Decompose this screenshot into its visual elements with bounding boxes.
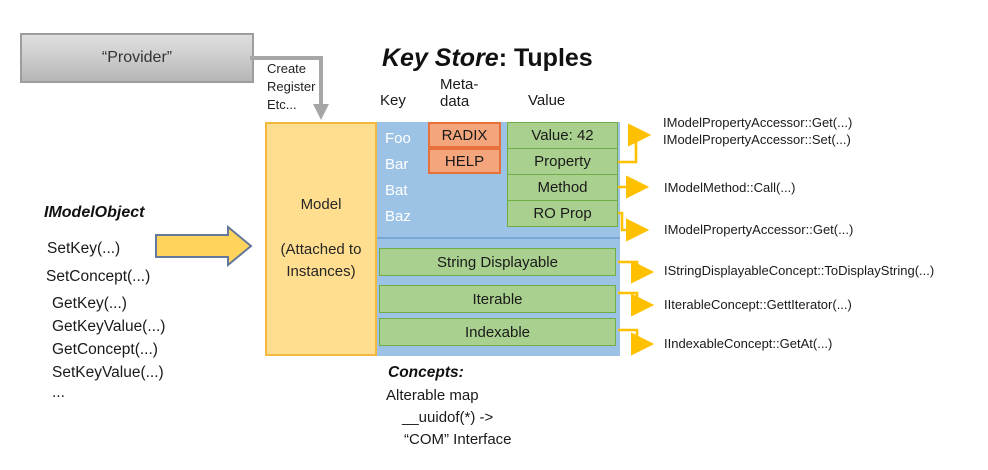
value-cell-method: Method [507, 174, 618, 201]
method-getconcept: GetConcept(...) [52, 341, 158, 358]
concept-row-iterable: Iterable [379, 285, 616, 313]
page-title: Key Store: Tuples [382, 44, 593, 73]
key-store-table: Foo Bar Bat Baz RADIX HELP Value: 42 Pro… [377, 122, 620, 356]
callout-label-getat: IIndexableConcept::GetAt(...) [664, 336, 833, 351]
callout-arrow-iterable [618, 291, 655, 317]
model-box: Model (Attached to Instances) [265, 122, 377, 356]
callout-label-getiterator: IIterableConcept::GettIterator(...) [664, 297, 852, 312]
callout-arrow-indexable [618, 328, 655, 356]
imodelobject-heading: IModelObject [44, 204, 145, 221]
model-box-title: Model [300, 196, 342, 213]
imodelobject-to-model-arrow-icon [155, 224, 253, 268]
note-line: Etc... [267, 97, 297, 112]
note-line: Register [267, 79, 316, 94]
key-row-bat: Bat [385, 181, 408, 199]
concepts-line-uuidof: __uuidof(*) -> [402, 409, 494, 426]
note-line: Create [267, 61, 307, 76]
concept-row-indexable: Indexable [379, 318, 616, 346]
callout-label-method-call: IModelMethod::Call(...) [664, 180, 796, 195]
model-box-subtitle: (Attached to Instances) [267, 239, 375, 283]
method-setconcept: SetConcept(...) [46, 268, 151, 285]
provider-box: “Provider” [20, 33, 254, 83]
key-row-bar: Bar [385, 155, 409, 173]
meta-header-line2: data [440, 93, 470, 110]
model-subtitle-line1: (Attached to [280, 241, 362, 258]
key-row-foo: Foo [385, 129, 411, 147]
column-header-key: Key [380, 92, 406, 109]
provider-label: “Provider” [101, 49, 173, 66]
callout-arrow-string-displayable [618, 260, 655, 284]
method-getkeyvalue: GetKeyValue(...) [52, 318, 166, 335]
meta-header-line1: Meta- [440, 76, 479, 93]
title-bold: Tuples [514, 44, 593, 72]
metadata-cell-radix: RADIX [428, 122, 501, 148]
callout-label-todisplaystring: IStringDisplayableConcept::ToDisplayStri… [664, 263, 935, 278]
callout-arrow-property [618, 123, 652, 164]
concepts-line-alterable: Alterable map [386, 387, 479, 404]
concepts-heading: Concepts: [388, 364, 464, 381]
title-separator: : [498, 44, 514, 72]
metadata-cell-help: HELP [428, 148, 501, 174]
callout-label-property-set: IModelPropertyAccessor::Set(...) [663, 132, 851, 147]
callout-arrow-roprop [618, 211, 650, 242]
value-cell-roprop: RO Prop [507, 200, 618, 227]
concept-row-string-displayable: String Displayable [379, 248, 616, 276]
concepts-line-com: “COM” Interface [404, 431, 512, 448]
method-setkeyvalue: SetKeyValue(...) [52, 364, 164, 381]
callout-label-roprop-get: IModelPropertyAccessor::Get(...) [664, 222, 854, 237]
model-subtitle-line2: Instances) [286, 263, 356, 280]
method-ellipsis: ... [52, 384, 65, 401]
method-setkey: SetKey(...) [47, 240, 121, 257]
key-row-baz: Baz [385, 207, 411, 225]
column-header-value: Value [528, 92, 566, 109]
method-getkey: GetKey(...) [52, 295, 127, 312]
provider-arrow-note: Create Register Etc... [267, 60, 315, 114]
callout-label-property-get: IModelPropertyAccessor::Get(...) [663, 115, 853, 130]
value-cell-property: Property [507, 148, 618, 175]
row-divider [377, 237, 620, 239]
title-italic: Key Store [382, 44, 499, 72]
column-header-meta: Meta- data [440, 76, 478, 110]
value-cell-value42: Value: 42 [507, 122, 618, 149]
